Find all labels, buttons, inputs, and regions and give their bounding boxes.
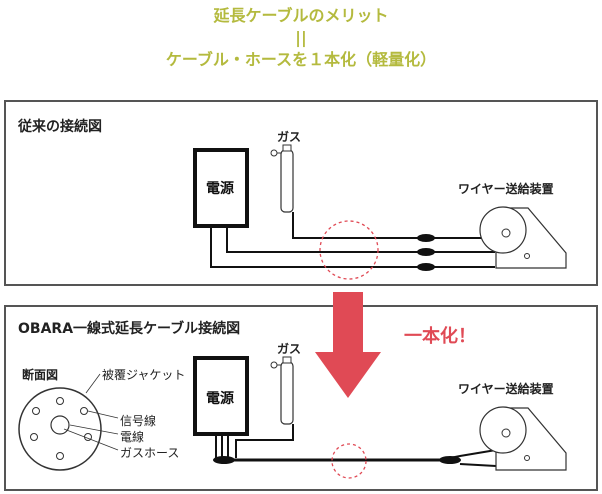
power-source-label-new: 電源 <box>206 391 234 407</box>
cable-joint-start <box>213 456 235 464</box>
down-arrow-icon <box>315 292 381 398</box>
panel-conventional-title: 従来の接続図 <box>18 119 102 135</box>
cable-cross-section-icon <box>18 387 102 471</box>
legend-signal-wire: 信号線 <box>120 414 157 428</box>
power-source-label-old: 電源 <box>206 181 234 197</box>
wire-feeder-label-new: ワイヤー送給装置 <box>458 382 554 396</box>
panel-obara-title: OBARA一線式延長ケーブル接続図 <box>18 321 241 337</box>
unification-callout: 一本化！ <box>404 326 476 347</box>
legend-gas-hose: ガスホース <box>120 446 180 460</box>
cable-joint-end <box>439 456 461 464</box>
legend-jacket: 被覆ジャケット <box>102 368 186 382</box>
header-line-1: 延長ケーブルのメリット <box>213 6 389 25</box>
wire-feeder-label-old: ワイヤー送給装置 <box>458 182 554 196</box>
cable-bundle-start <box>215 424 294 458</box>
separate-cables-old <box>210 212 495 268</box>
gas-label-new: ガス <box>277 342 302 356</box>
gas-label-old: ガス <box>277 130 302 144</box>
wire-feeder-icon-old <box>479 206 567 269</box>
cable-clamp-1 <box>417 234 435 242</box>
cable-clamp-2 <box>417 248 435 256</box>
legend-leader-lines <box>63 373 119 451</box>
cable-clamp-3 <box>417 263 435 271</box>
wire-feeder-icon-new <box>479 406 567 471</box>
highlight-circle-old <box>319 220 379 280</box>
header-separator: || <box>295 28 307 47</box>
header-line-3: ケーブル・ホースを１本化（軽量化） <box>165 50 437 69</box>
power-source-box-old <box>193 148 249 228</box>
gas-cylinder-icon-old <box>270 144 294 213</box>
highlight-circle-new <box>331 443 367 479</box>
legend-power-wire: 電線 <box>120 430 145 444</box>
gas-cylinder-icon-new <box>270 356 294 425</box>
cross-section-title: 断面図 <box>22 368 59 382</box>
power-source-box-new <box>193 356 249 436</box>
